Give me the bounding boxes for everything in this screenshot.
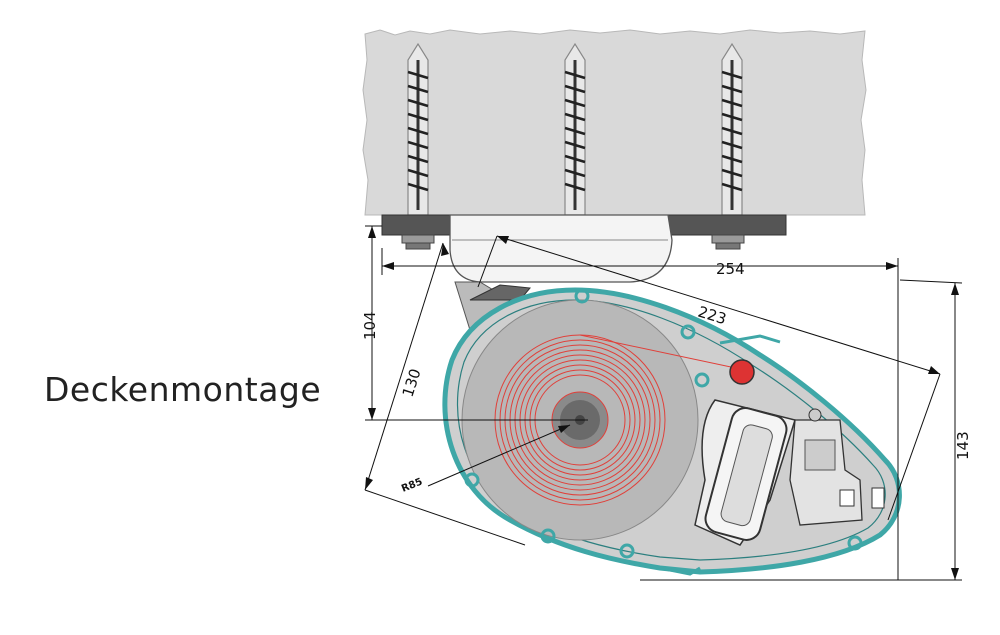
wall-anchor-icon — [407, 42, 429, 216]
guide-roller — [729, 359, 755, 385]
wall-anchor-icon — [721, 42, 743, 216]
dim-143: 143 — [954, 431, 972, 460]
dim-r85: R85 — [400, 476, 424, 494]
bracket-hook — [449, 214, 673, 283]
mounting-type-label: Deckenmontage — [44, 370, 322, 409]
wall-anchor-icon — [564, 42, 586, 216]
screw-icon — [401, 234, 435, 250]
dimension-lines — [364, 225, 963, 581]
dim-254: 254 — [716, 260, 745, 278]
ceiling-block — [362, 29, 867, 216]
screw-icon — [711, 234, 745, 250]
dim-104: 104 — [361, 311, 379, 340]
